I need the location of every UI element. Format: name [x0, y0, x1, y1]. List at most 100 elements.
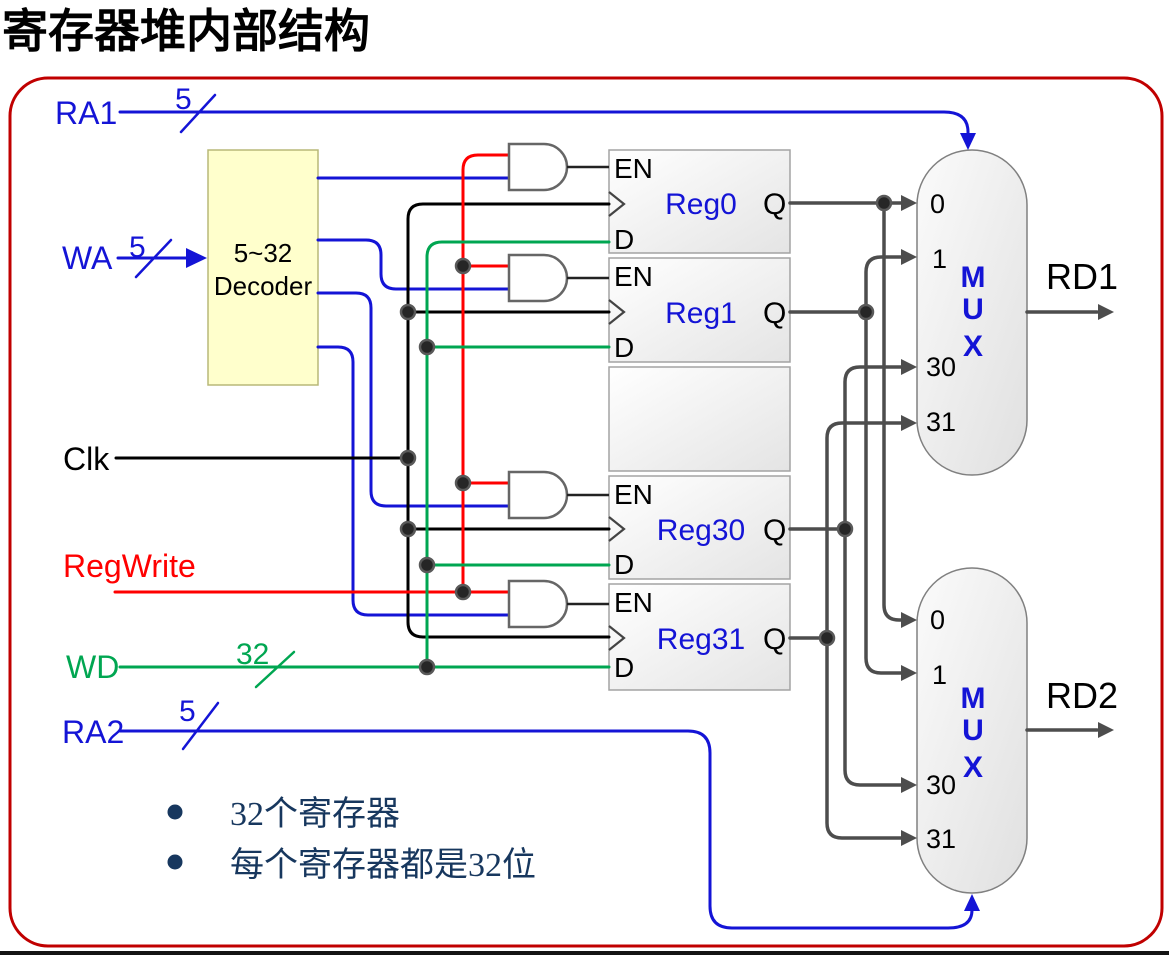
decoder-out31-wire — [316, 345, 511, 617]
clk-spine-wire — [406, 202, 611, 639]
blue-labels: RA1 5 WA 5 RA2 5 Reg0 Reg1 Reg30 Reg31 M… — [55, 83, 986, 784]
ra2-label: RA2 — [62, 714, 124, 750]
reg0-name: Reg0 — [665, 188, 737, 221]
decoder-out1-wire — [316, 238, 511, 291]
mux2-letter-x: X — [963, 751, 983, 784]
ra2-to-mux2-arrow — [964, 894, 980, 911]
reg0-q-to-mux2-wire — [882, 201, 903, 622]
ra1-bus-width: 5 — [175, 83, 192, 116]
junction-dot — [418, 658, 436, 676]
mux1-letter-x: X — [963, 330, 983, 363]
and-gate-reg1 — [507, 253, 569, 303]
ra1-label: RA1 — [55, 95, 117, 131]
regwrite-spine-wire — [461, 153, 511, 594]
clock-chevrons — [608, 191, 626, 651]
junction-dot — [875, 194, 893, 212]
mux2-input-30-label: 30 — [926, 770, 956, 800]
ra1-to-mux1-arrow — [960, 133, 976, 150]
reg1-clock-chevron-icon — [608, 299, 626, 325]
junction-dot — [454, 583, 472, 601]
wd-bus-width: 32 — [236, 638, 269, 671]
mux1-input-0-label: 0 — [930, 189, 945, 219]
reg30-en-label: EN — [614, 479, 653, 510]
address-wires — [116, 93, 974, 930]
register-block-reg31 — [608, 583, 791, 691]
bullet-icon — [167, 854, 183, 870]
mux2-input-1-label: 1 — [932, 660, 947, 690]
rd2-arrow — [1098, 722, 1114, 738]
mux2-letter-u: U — [962, 714, 984, 747]
ra2-wire — [118, 729, 974, 930]
reg1-d-label: D — [614, 332, 634, 363]
reg30-q-to-mux1-wire — [843, 365, 903, 531]
register-block-reg1 — [608, 257, 791, 363]
and-gates — [507, 142, 569, 629]
write-data-wires — [118, 240, 611, 689]
reg31-q-label: Q — [763, 623, 786, 656]
reg31-clock-chevron-icon — [608, 625, 626, 651]
reg30-name: Reg30 — [657, 514, 745, 547]
reg30-q-to-mux2-wire — [843, 527, 903, 787]
and-gate-outputs — [567, 165, 609, 606]
regwrite-label: RegWrite — [63, 548, 196, 584]
and-gate-reg31 — [507, 579, 569, 629]
reg1-en-label: EN — [614, 261, 653, 292]
reg31-q-to-mux2-wire — [825, 636, 903, 840]
rd1-arrow — [1098, 304, 1114, 320]
wa-bus-slash — [134, 238, 173, 279]
mux2-input-31-label: 31 — [926, 824, 956, 854]
reg30-d-label: D — [614, 549, 634, 580]
clk-label: Clk — [63, 441, 110, 477]
ra1-bus-slash — [179, 93, 217, 134]
rd2-label: RD2 — [1046, 675, 1118, 716]
reg0-q-label: Q — [763, 188, 786, 221]
rd1-label: RD1 — [1046, 256, 1118, 297]
notes: 32个寄存器 每个寄存器都是32位 — [167, 795, 536, 884]
reg30-clock-chevron-icon — [608, 516, 626, 542]
mux1-input-1-label: 1 — [932, 244, 947, 274]
black-labels: Clk 5~32 Decoder EN D Q EN D Q EN D Q EN… — [63, 153, 1118, 854]
green-labels: WD 32 — [66, 638, 269, 685]
mux1-input-31-label: 31 — [926, 407, 956, 437]
junction-dot — [836, 520, 854, 538]
junction-dot — [418, 338, 436, 356]
clock-wires — [114, 202, 611, 639]
ra2-bus-slash — [181, 701, 220, 751]
junction-dot — [454, 257, 472, 275]
reg1-q-label: Q — [763, 297, 786, 330]
mux1-input-30-label: 30 — [926, 352, 956, 382]
junction-dot — [418, 556, 436, 574]
reg1-q-to-mux2-wire — [864, 310, 903, 675]
junction-dots — [399, 194, 893, 676]
reg0-en-label: EN — [614, 153, 653, 184]
bullet-icon — [167, 804, 183, 820]
note-line-2: 每个寄存器都是32位 — [230, 846, 536, 884]
and-gate-reg30 — [507, 470, 569, 520]
junction-dot — [454, 474, 472, 492]
read-data-arrowheads — [901, 195, 1114, 846]
and-gate-reg0 — [507, 142, 569, 192]
address-arrowheads — [186, 133, 980, 911]
wd-label: WD — [66, 649, 119, 685]
reg31-q-to-mux1-wire — [825, 421, 903, 640]
junction-dot — [399, 303, 417, 321]
mux1-letter-u: U — [962, 293, 984, 326]
register-block-placeholder — [608, 366, 791, 472]
decoder-subtitle: Decoder — [214, 271, 313, 301]
mux1-in31-arrow — [901, 415, 917, 431]
reg30-q-label: Q — [763, 514, 786, 547]
junction-dot — [399, 449, 417, 467]
reg31-en-label: EN — [614, 587, 653, 618]
mux2-letter-m: M — [961, 682, 986, 715]
diagram-border — [8, 76, 1164, 948]
junction-dot — [399, 520, 417, 538]
wa-label: WA — [62, 240, 113, 276]
mux2-in1-arrow — [901, 665, 917, 681]
ra2-bus-width: 5 — [179, 695, 196, 728]
reg0-clock-chevron-icon — [608, 191, 626, 217]
mux2-in30-arrow — [901, 777, 917, 793]
note-line-1: 32个寄存器 — [230, 795, 400, 833]
mux1-letter-m: M — [961, 261, 986, 294]
